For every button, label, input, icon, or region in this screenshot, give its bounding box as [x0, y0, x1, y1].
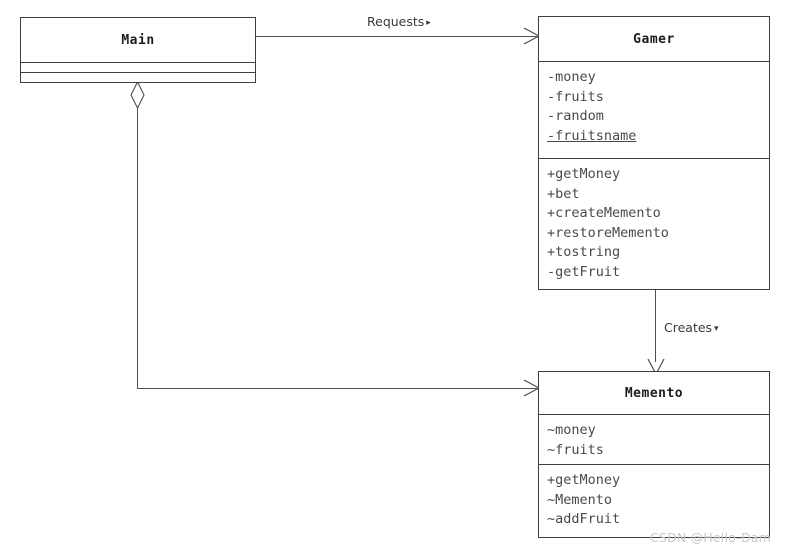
requests-direction-marker-icon: ▸: [426, 17, 431, 28]
class-main-title-compartment: Main: [21, 18, 255, 62]
class-gamer-attribute-static: -fruitsname: [547, 127, 637, 144]
watermark-text: CSDN @Hello-Dam: [650, 530, 771, 545]
class-gamer-operation: +tostring: [547, 244, 621, 260]
connector-main-to-gamer-line: [255, 36, 538, 37]
class-memento-name: Memento: [624, 385, 684, 401]
creates-direction-marker-icon: ▾: [714, 323, 719, 334]
class-memento-title-compartment: Memento: [539, 372, 769, 414]
class-gamer-operation: -getFruit: [547, 263, 621, 280]
class-main-operations-compartment: [21, 72, 255, 82]
class-memento-operation: +getMoney: [547, 472, 621, 488]
class-memento-operations-compartment: +getMoney ~Memento ~addFruit: [539, 464, 769, 536]
connector-label-creates-text: Creates: [664, 320, 713, 335]
class-gamer-attributes-compartment: -money -fruits -random -fruitsname: [539, 61, 769, 158]
class-box-main[interactable]: Main: [20, 17, 256, 83]
class-memento-operation: ~Memento: [547, 491, 613, 508]
aggregation-diamond-icon: [130, 81, 145, 109]
connector-gamer-to-memento-line: [655, 290, 656, 362]
class-gamer-attribute: -money: [547, 69, 596, 85]
class-box-gamer[interactable]: Gamer -money -fruits -random -fruitsname…: [538, 16, 770, 290]
class-gamer-operation: +getMoney: [547, 166, 621, 182]
class-gamer-attribute: -fruits: [547, 88, 604, 105]
class-memento-attribute: ~money: [547, 422, 596, 438]
class-gamer-operation: +createMemento: [547, 205, 661, 221]
class-gamer-title-compartment: Gamer: [539, 17, 769, 61]
connector-label-creates: Creates▾: [664, 320, 719, 335]
class-gamer-name: Gamer: [633, 31, 675, 47]
connector-main-to-memento-horizontal: [137, 388, 538, 389]
class-box-memento[interactable]: Memento ~money ~fruits +getMoney ~Mement…: [538, 371, 770, 538]
class-gamer-attribute: -random: [547, 108, 604, 124]
connector-label-requests-text: Requests: [367, 14, 425, 29]
class-gamer-operation: +bet: [547, 185, 580, 202]
class-main-name: Main: [121, 32, 155, 48]
class-memento-attributes-compartment: ~money ~fruits: [539, 414, 769, 464]
class-memento-operation: ~addFruit: [547, 511, 621, 527]
class-gamer-operations-compartment: +getMoney +bet +createMemento +restoreMe…: [539, 158, 769, 288]
class-gamer-operation: +restoreMemento: [547, 224, 669, 241]
connector-main-to-memento-vertical: [137, 107, 138, 388]
class-memento-attribute: ~fruits: [547, 441, 604, 458]
class-main-attributes-compartment: [21, 62, 255, 72]
connector-label-requests: Requests▸: [367, 14, 431, 29]
